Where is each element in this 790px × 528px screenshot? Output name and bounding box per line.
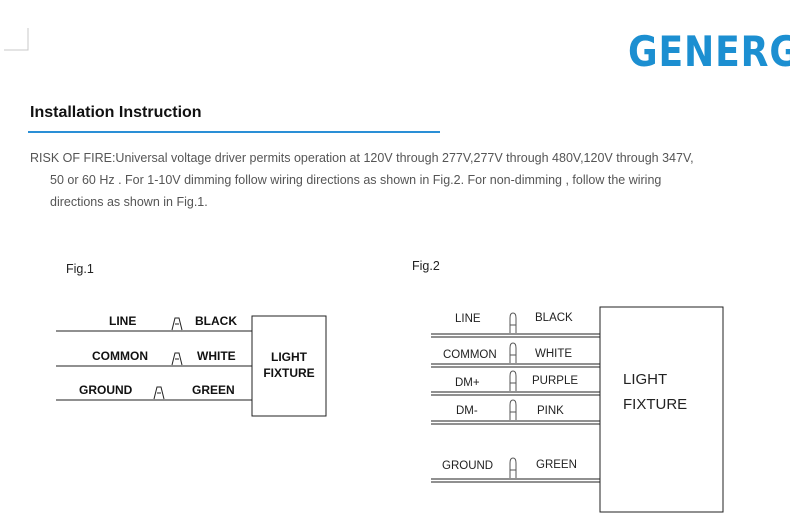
fig2-white-label: WHITE [535, 348, 572, 360]
fig1-white-label: WHITE [197, 349, 236, 363]
wire-nut-icon [509, 370, 517, 391]
fig2-row-ground: GROUND GREEN [431, 457, 600, 483]
fig1-row-line: LINE BLACK [56, 314, 252, 332]
fig2-line-label: LINE [455, 313, 481, 325]
wire-nut-icon [153, 386, 165, 400]
fig2-ground-label: GROUND [442, 460, 493, 472]
fig2-dm-plus-label: DM+ [455, 377, 480, 389]
instruction-paragraph: RISK OF FIRE:Universal voltage driver pe… [30, 147, 782, 213]
fig1-common-label: COMMON [92, 349, 148, 363]
title-underline [28, 131, 440, 133]
fig2-fixture-label-line2: FIXTURE [623, 396, 687, 413]
fig1-ground-label: GROUND [79, 383, 133, 397]
fig2-pink-label: PINK [537, 405, 564, 417]
fig1-row-common: COMMON WHITE [56, 349, 252, 367]
brand-logo: GENERG [628, 26, 790, 78]
wire-nut-icon [509, 342, 517, 363]
wire-nut-icon [509, 457, 517, 478]
fig2-dm-minus-label: DM- [456, 405, 478, 417]
fig2-row-dm-minus: DM- PINK [431, 399, 600, 425]
corner-crop-mark [4, 28, 29, 51]
fig1-green-label: GREEN [192, 383, 235, 397]
fig2-fixture-box [599, 306, 724, 513]
brand-logo-text: GENERG [628, 27, 790, 76]
instruction-line-1: RISK OF FIRE:Universal voltage driver pe… [30, 151, 694, 165]
fig2-purple-label: PURPLE [532, 375, 578, 387]
fig2-fixture-label-line1: LIGHT [623, 371, 667, 388]
fig2-row-dm-plus: DM+ PURPLE [431, 370, 600, 396]
wire-nut-icon [509, 399, 517, 420]
fig1-fixture-label-line1: LIGHT [271, 350, 308, 364]
wire-nut-icon [509, 312, 517, 333]
instruction-line-2: 50 or 60 Hz . For 1-10V dimming follow w… [50, 173, 662, 187]
wire-nut-icon [171, 352, 183, 366]
fig2-common-label: COMMON [443, 349, 497, 361]
page-title: Installation Instruction [30, 104, 202, 121]
fig1-line-label: LINE [109, 314, 136, 328]
fig2-row-common: COMMON WHITE [431, 342, 600, 368]
fig1-label: Fig.1 [66, 262, 94, 276]
fig1-fixture-label-line2: FIXTURE [263, 366, 314, 380]
fig2-row-line: LINE BLACK [431, 312, 600, 338]
fig2-black-label: BLACK [535, 312, 573, 324]
fig2-green-label: GREEN [536, 459, 577, 471]
wire-nut-icon [171, 317, 183, 331]
instruction-line-3: directions as shown in Fig.1. [50, 195, 208, 209]
fig1-row-ground: GROUND GREEN [56, 383, 252, 401]
fig2-label: Fig.2 [412, 259, 440, 273]
fig1-black-label: BLACK [195, 314, 237, 328]
